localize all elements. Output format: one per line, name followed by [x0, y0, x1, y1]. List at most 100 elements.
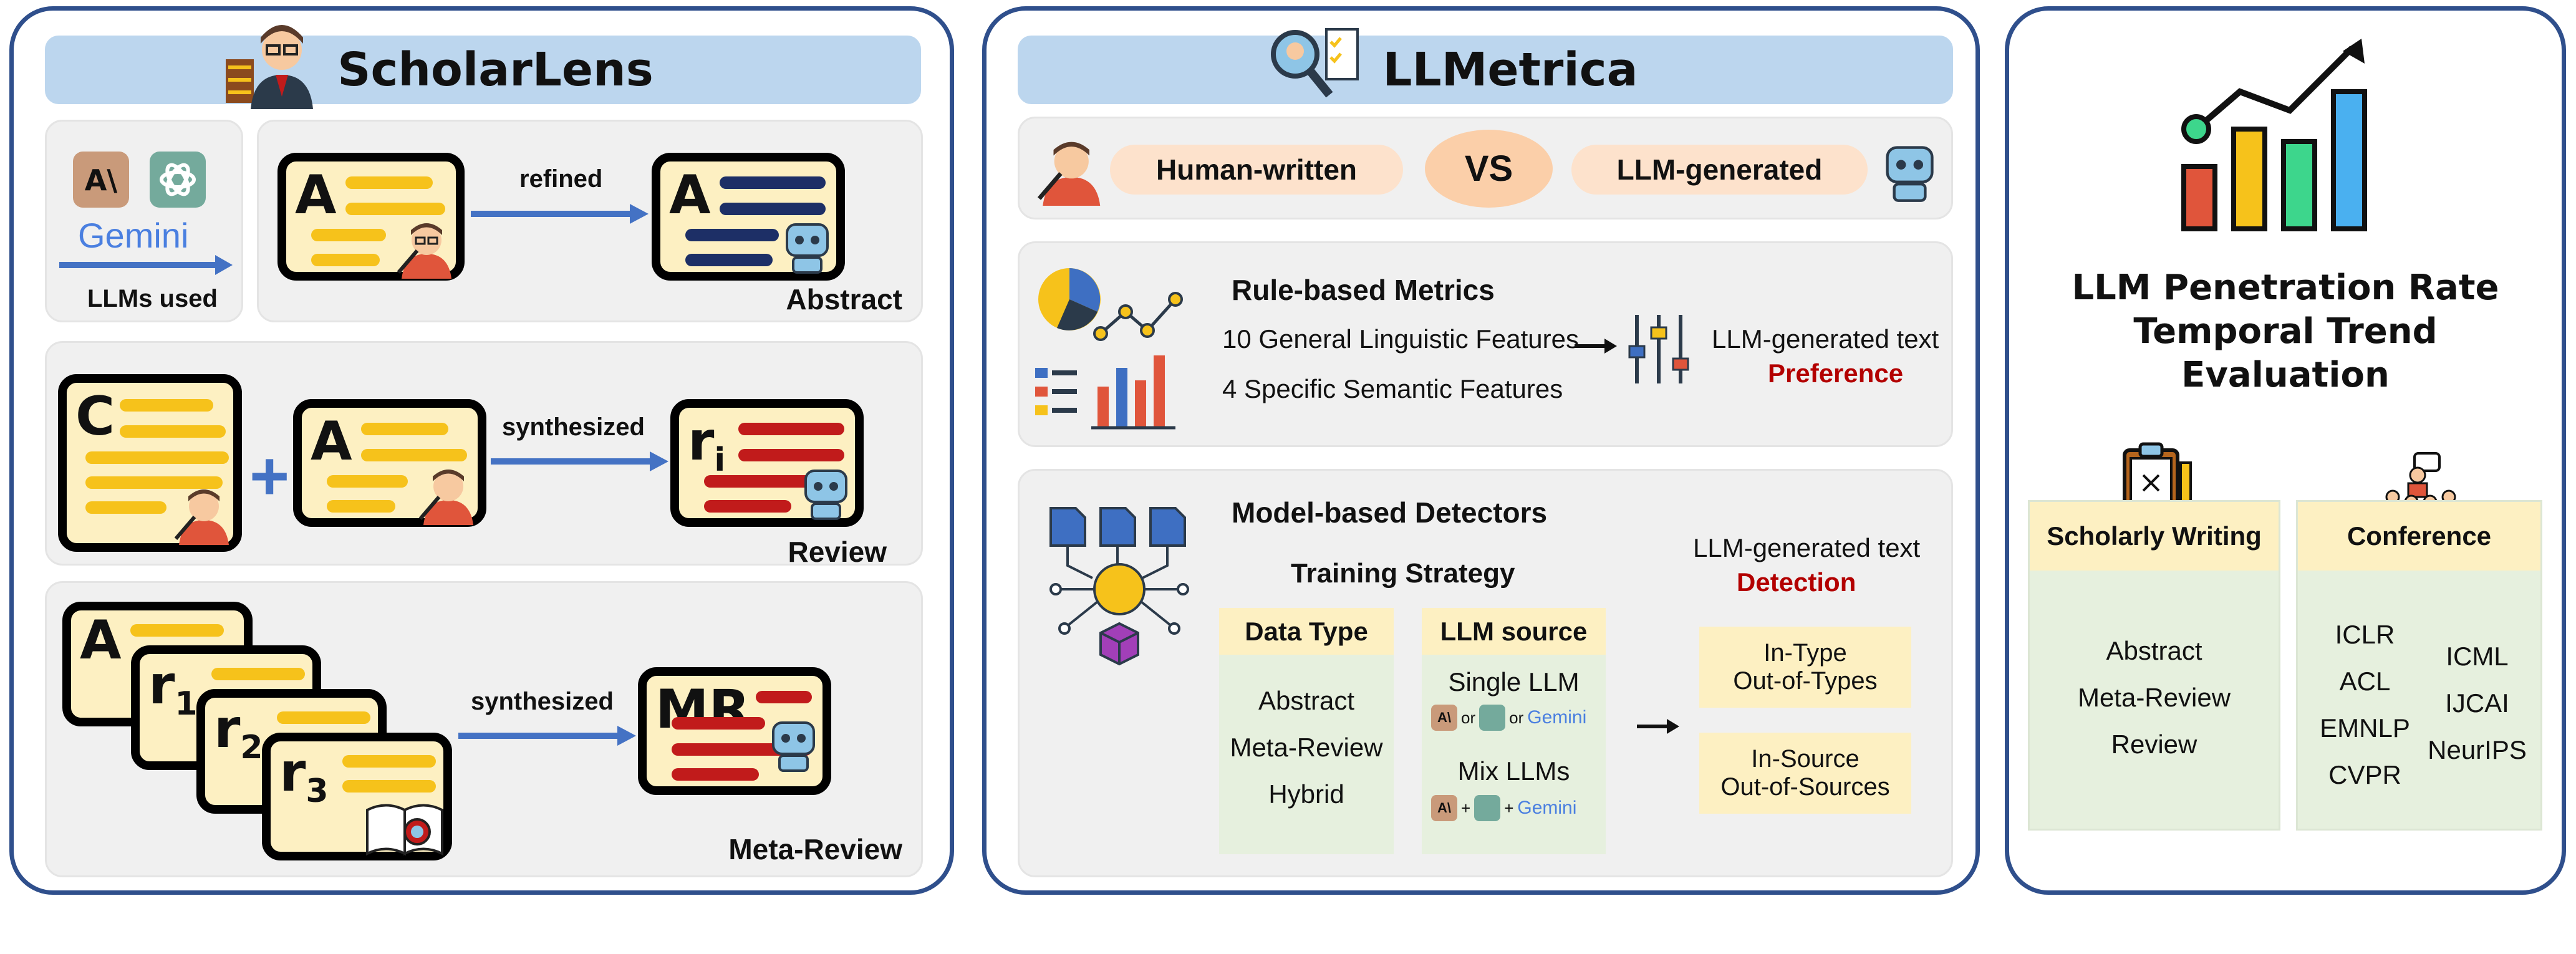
pie-bar-chart-icon: [1035, 268, 1183, 430]
svg-text:A\: A\: [85, 163, 118, 197]
human-writer-icon: [1037, 142, 1101, 206]
robot-icon: [804, 470, 847, 520]
single-llm-label: Single LLM: [1448, 667, 1580, 696]
conf-cvpr: CVPR: [2328, 760, 2401, 789]
rule-result-line1: LLM-generated text: [1712, 324, 1939, 354]
robot-icon: [772, 721, 815, 772]
llm-abstract-doc: A: [652, 153, 845, 281]
refined-arrow-icon: [471, 204, 649, 224]
synthesized-arrow-icon: [491, 451, 668, 471]
llms-used-label: LLMs used: [87, 285, 218, 312]
single-llm-icons: A\ or or Gemini: [1431, 705, 1586, 731]
rule-based-box: Rule-based Metrics 10 General Linguistic…: [1018, 241, 1953, 447]
llm-generated-pill: LLM-generated: [1571, 145, 1868, 195]
model-result-detection: Detection: [1737, 567, 1856, 597]
compare-box: Human-written VS LLM-generated: [1018, 117, 1953, 219]
feature-general: 10 General Linguistic Features: [1222, 324, 1579, 354]
review-caption: Review: [788, 536, 887, 568]
meta-review-box: A r1 r2 r3 synthesized: [45, 581, 923, 877]
stack-doc-r3: r3: [262, 733, 452, 860]
scholarly-writing-header: Scholarly Writing: [2030, 502, 2279, 571]
doc-letter-c: C: [75, 385, 115, 448]
synthesized-arrow-icon: [458, 726, 636, 746]
conference-header: Conference: [2298, 502, 2540, 571]
open-book-icon: [366, 804, 443, 856]
scholarly-writing-card: Scholarly Writing Abstract Meta-Review R…: [2028, 500, 2280, 831]
synthesized-label: synthesized: [502, 413, 645, 441]
conf-icml: ICML: [2446, 642, 2509, 671]
data-type-hybrid: Hybrid: [1268, 779, 1344, 809]
trend-chart-icon: [2181, 39, 2367, 231]
doc-letter-a: A: [311, 410, 352, 473]
in-type-label: In-Type: [1763, 639, 1847, 667]
conf-ijcai: IJCAI: [2445, 688, 2509, 718]
conf-emnlp: EMNLP: [2320, 713, 2410, 743]
review-box: C + A: [45, 341, 923, 568]
source-generalization-box: In-Source Out-of-Sources: [1699, 733, 1911, 814]
gemini-logo-text: Gemini: [78, 216, 189, 255]
abstract-box: A refined A: [257, 120, 923, 322]
rule-based-title: Rule-based Metrics: [1232, 274, 1495, 306]
chatgpt-icon: [1474, 795, 1501, 821]
magnifier-checklist-icon: [1271, 28, 1359, 98]
llms-arrow-icon: [59, 255, 233, 275]
gemini-logo-text: Gemini: [1527, 707, 1587, 728]
rule-result-preference: Preference: [1768, 359, 1904, 388]
conf-iclr: ICLR: [2335, 620, 2395, 649]
abstract-input-doc: A: [293, 399, 486, 527]
scholarlens-title-bar: ScholarLens: [45, 36, 921, 104]
model-result-line1: LLM-generated text: [1693, 533, 1921, 562]
data-type-column: Data Type Abstract Meta-Review Hybrid: [1219, 608, 1394, 854]
llms-used-box: A\ Gemini LLMs used: [45, 120, 243, 322]
chatgpt-icon: [1479, 705, 1506, 731]
model-based-title: Model-based Detectors: [1232, 496, 1548, 529]
abstract-caption: Abstract: [786, 283, 902, 316]
human-writer-icon: [174, 489, 229, 545]
mix-llms-label: Mix LLMs: [1457, 756, 1570, 786]
arrow-right-icon: [1637, 719, 1679, 734]
doc-letter-r: ri: [688, 410, 726, 479]
neural-network-icon: [1049, 507, 1189, 666]
human-writer-icon: [418, 470, 473, 525]
evaluation-panel: LLM Penetration Rate Temporal Trend Eval…: [2005, 6, 2566, 895]
robot-icon: [786, 223, 829, 274]
conference-left-list: ICLR ACL EMNLP CVPR: [2313, 611, 2416, 798]
anthropic-icon: A\: [1431, 795, 1457, 821]
robot-icon: [1886, 146, 1934, 202]
mix-llm-icons: A\ + + Gemini: [1431, 795, 1576, 821]
conference-card: Conference ICLR ACL EMNLP CVPR ICML IJCA…: [2296, 500, 2542, 831]
scholar-avatar-icon: [226, 25, 313, 109]
synthesized-label: synthesized: [471, 688, 614, 715]
training-strategy-label: Training Strategy: [1291, 558, 1515, 589]
out-of-sources-label: Out-of-Sources: [1720, 773, 1890, 801]
chatgpt-icon: [150, 152, 206, 208]
doc-letter-a-out: A: [669, 164, 711, 226]
human-written-pill: Human-written: [1110, 145, 1403, 195]
data-type-meta-review: Meta-Review: [1230, 733, 1383, 762]
doc-letter-a: A: [295, 164, 337, 226]
scholarlens-panel: ScholarLens A\ Gemini: [9, 6, 954, 895]
llmetrica-panel: LLMetrica Human-written VS LLM-generated: [982, 6, 1980, 895]
llmetrica-title: LLMetrica: [1382, 43, 1638, 97]
data-type-header: Data Type: [1219, 608, 1394, 655]
type-generalization-box: In-Type Out-of-Types: [1699, 627, 1911, 708]
evaluation-title: LLM Penetration Rate Temporal Trend Eval…: [2072, 267, 2499, 395]
arrow-right-icon: [1575, 339, 1617, 354]
scholarly-item-meta-review: Meta-Review: [2077, 683, 2231, 712]
scholarly-item-review: Review: [2111, 730, 2197, 759]
vs-label: VS: [1464, 148, 1513, 189]
conf-acl: ACL: [2339, 667, 2391, 696]
human-writer-icon: [397, 223, 451, 279]
llmetrica-title-bar: LLMetrica: [1018, 36, 1953, 104]
model-based-box: Model-based Detectors Training Strategy …: [1018, 469, 1953, 877]
review-output-doc: ri: [670, 399, 864, 527]
sliders-icon: [1628, 315, 1689, 383]
in-source-label: In-Source: [1751, 745, 1860, 773]
meta-review-output-doc: MR: [638, 667, 831, 795]
vs-ellipse: VS: [1425, 130, 1553, 208]
out-of-types-label: Out-of-Types: [1733, 667, 1878, 695]
feature-specific: 4 Specific Semantic Features: [1222, 374, 1563, 403]
scholarly-item-abstract: Abstract: [2106, 636, 2202, 665]
anthropic-icon: A\: [1431, 705, 1457, 731]
conf-neurips: NeurIPS: [2428, 735, 2527, 764]
